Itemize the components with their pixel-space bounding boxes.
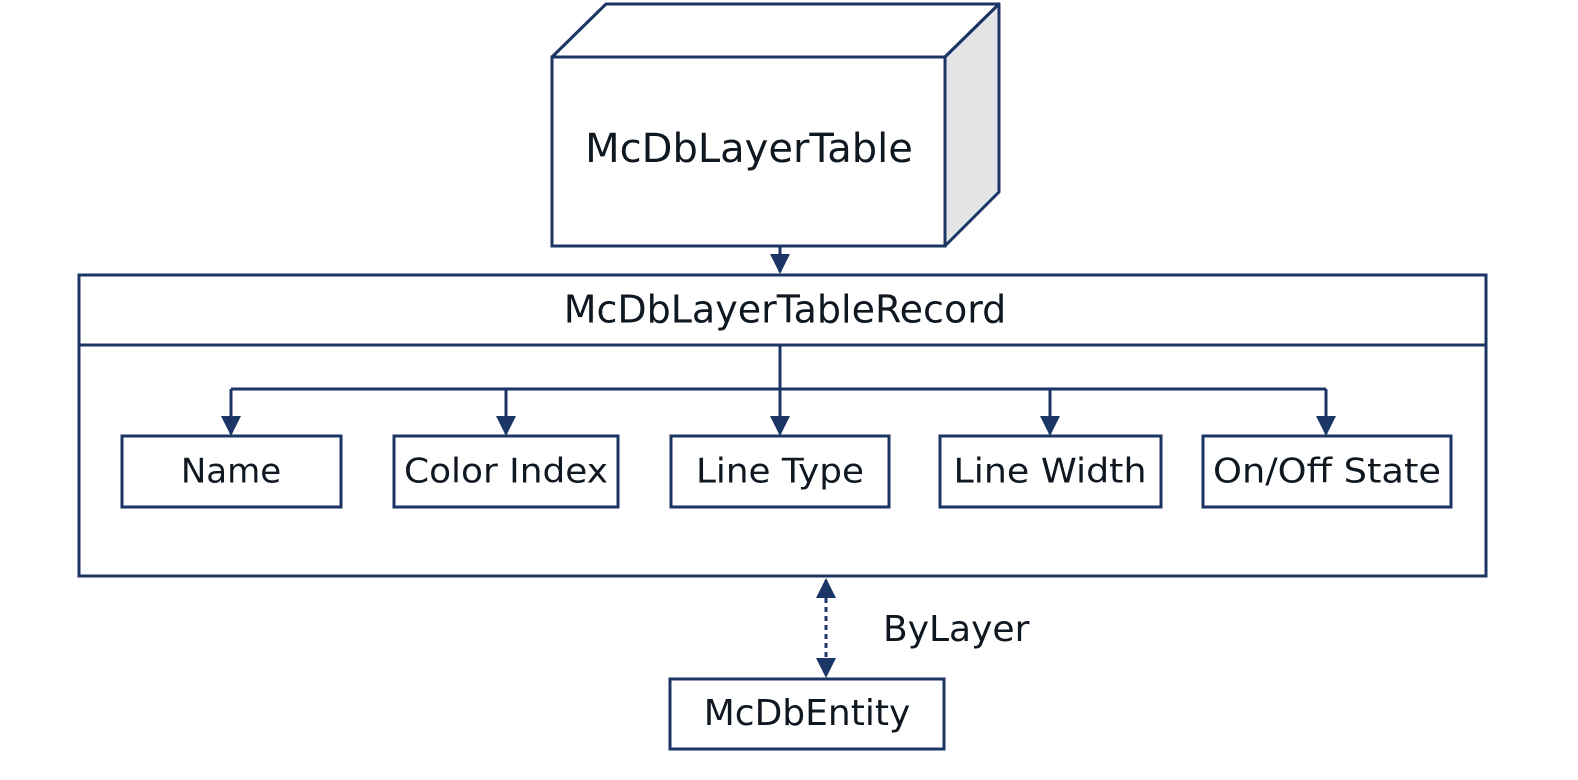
property-line-type-label: Line Type — [696, 452, 864, 492]
property-on-off-state-label: On/Off State — [1213, 452, 1441, 492]
property-color-index-label: Color Index — [404, 452, 608, 492]
layer-table-box-front — [550, 55, 947, 248]
property-line-width-frame — [938, 434, 1163, 509]
property-name-box: Name — [120, 434, 343, 509]
property-connectors — [221, 345, 1336, 436]
property-line-type-frame — [669, 434, 891, 509]
property-on-off-state-box: On/Off State — [1201, 434, 1453, 509]
record-title: McDbLayerTableRecord — [564, 288, 1007, 332]
entity-frame — [668, 677, 946, 751]
property-color-index-box: Color Index — [392, 434, 620, 509]
bylayer-label: ByLayer — [883, 609, 1030, 650]
property-color-index-frame — [392, 434, 620, 509]
entity-box: McDbEntity — [668, 677, 946, 751]
property-on-off-state-frame — [1201, 434, 1453, 509]
layer-table-box: McDbLayerTable — [550, 2, 1001, 248]
entity-label: McDbEntity — [704, 693, 911, 734]
property-name-frame — [120, 434, 343, 509]
layer-table-box-top — [550, 2, 1001, 59]
layer-table-record-box: McDbLayerTableRecord — [77, 273, 1488, 578]
property-name-label: Name — [181, 452, 281, 492]
layer-table-label: McDbLayerTable — [585, 126, 913, 172]
property-line-type-box: Line Type — [669, 434, 891, 509]
property-line-width-label: Line Width — [954, 452, 1147, 492]
property-line-width-box: Line Width — [938, 434, 1163, 509]
